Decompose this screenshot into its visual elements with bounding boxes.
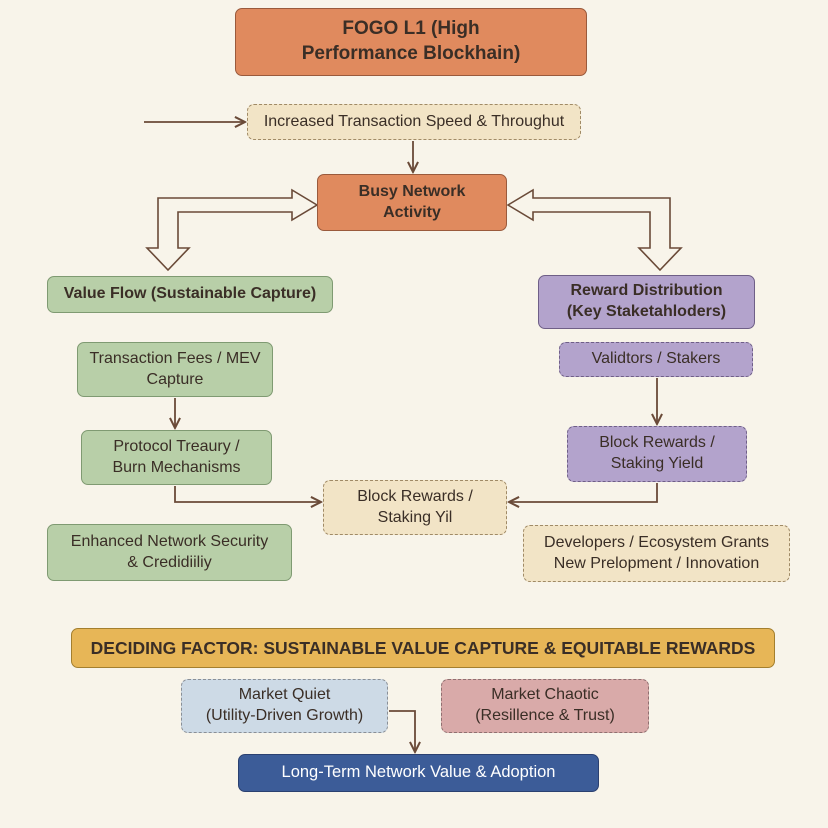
market-chaotic-line1: Market Chaotic xyxy=(491,686,599,704)
developers-line2: New Prelopment / Innovation xyxy=(553,554,760,572)
block-rewards-center-line1: Block Rewards / xyxy=(357,487,473,505)
market-quiet-line1: Market Quiet xyxy=(238,686,331,704)
node-deciding-factor: DECIDING FACTOR: SUSTAINABLE VALUE CAPTU… xyxy=(71,628,775,668)
node-block-rewards-right: Block Rewards / Staking Yield xyxy=(567,426,747,482)
treasury-line2: Burn Mechanisms xyxy=(112,458,241,476)
node-transaction-fees: Transaction Fees / MEV Capture xyxy=(77,342,273,397)
block-rewards-center-line2: Staking Yil xyxy=(377,508,453,526)
node-protocol-treasury: Protocol Treaury / Burn Mechanisms xyxy=(81,430,272,485)
title-line2: Performance Blockhain) xyxy=(301,43,521,64)
reward-dist-line1: Reward Distribution xyxy=(570,282,723,300)
block-rewards-right-line1: Block Rewards / xyxy=(599,434,715,452)
busy-line1: Busy Network xyxy=(358,182,466,200)
market-chaotic-line2: (Resillence & Trust) xyxy=(475,707,615,724)
treasury-line1: Protocol Treaury / xyxy=(113,437,240,455)
node-market-chaotic: Market Chaotic (Resillence & Trust) xyxy=(441,679,649,733)
value-flow-label: Value Flow (Sustainable Capture) xyxy=(63,285,317,303)
node-long-term-value: Long-Term Network Value & Adoption xyxy=(238,754,599,792)
node-value-flow: Value Flow (Sustainable Capture) xyxy=(47,276,333,313)
node-network-security: Enhanced Network Security & Credidiiliy xyxy=(47,524,292,581)
long-term-label: Long-Term Network Value & Adoption xyxy=(281,763,556,782)
busy-line2: Activity xyxy=(383,203,441,221)
fees-line2: Capture xyxy=(146,370,204,388)
hollow-arrow-left xyxy=(145,188,319,272)
block-rewards-right-line2: Staking Yield xyxy=(610,455,704,472)
arrow-block-rewards-right-to-center xyxy=(509,483,658,502)
node-block-rewards-center: Block Rewards / Staking Yil xyxy=(323,480,507,535)
speed-label: Increased Transaction Speed & Throughut xyxy=(263,112,565,130)
deciding-factor-label: DECIDING FACTOR: SUSTAINABLE VALUE CAPTU… xyxy=(90,637,756,658)
reward-dist-line2: (Key Staketahloders) xyxy=(566,303,727,320)
fees-line1: Transaction Fees / MEV xyxy=(89,349,261,367)
hollow-arrow-right xyxy=(506,188,683,272)
node-reward-distribution: Reward Distribution (Key Staketahloders) xyxy=(538,275,755,329)
title-line1: FOGO L1 (High xyxy=(342,18,480,40)
security-line2: & Credidiiliy xyxy=(127,553,212,571)
node-validators-stakers: Validtors / Stakers xyxy=(559,342,753,377)
validators-label: Validtors / Stakers xyxy=(591,350,721,368)
developers-line1: Developers / Ecosystem Grants xyxy=(544,533,769,551)
arrow-market-quiet-to-long-term xyxy=(389,710,415,752)
security-line1: Enhanced Network Security xyxy=(70,532,269,550)
node-transaction-speed: Increased Transaction Speed & Throughut xyxy=(247,104,581,140)
market-quiet-line2: (Utility-Driven Growth) xyxy=(205,707,364,724)
node-market-quiet: Market Quiet (Utility-Driven Growth) xyxy=(181,679,388,733)
arrow-treasury-to-block-rewards xyxy=(174,486,321,502)
